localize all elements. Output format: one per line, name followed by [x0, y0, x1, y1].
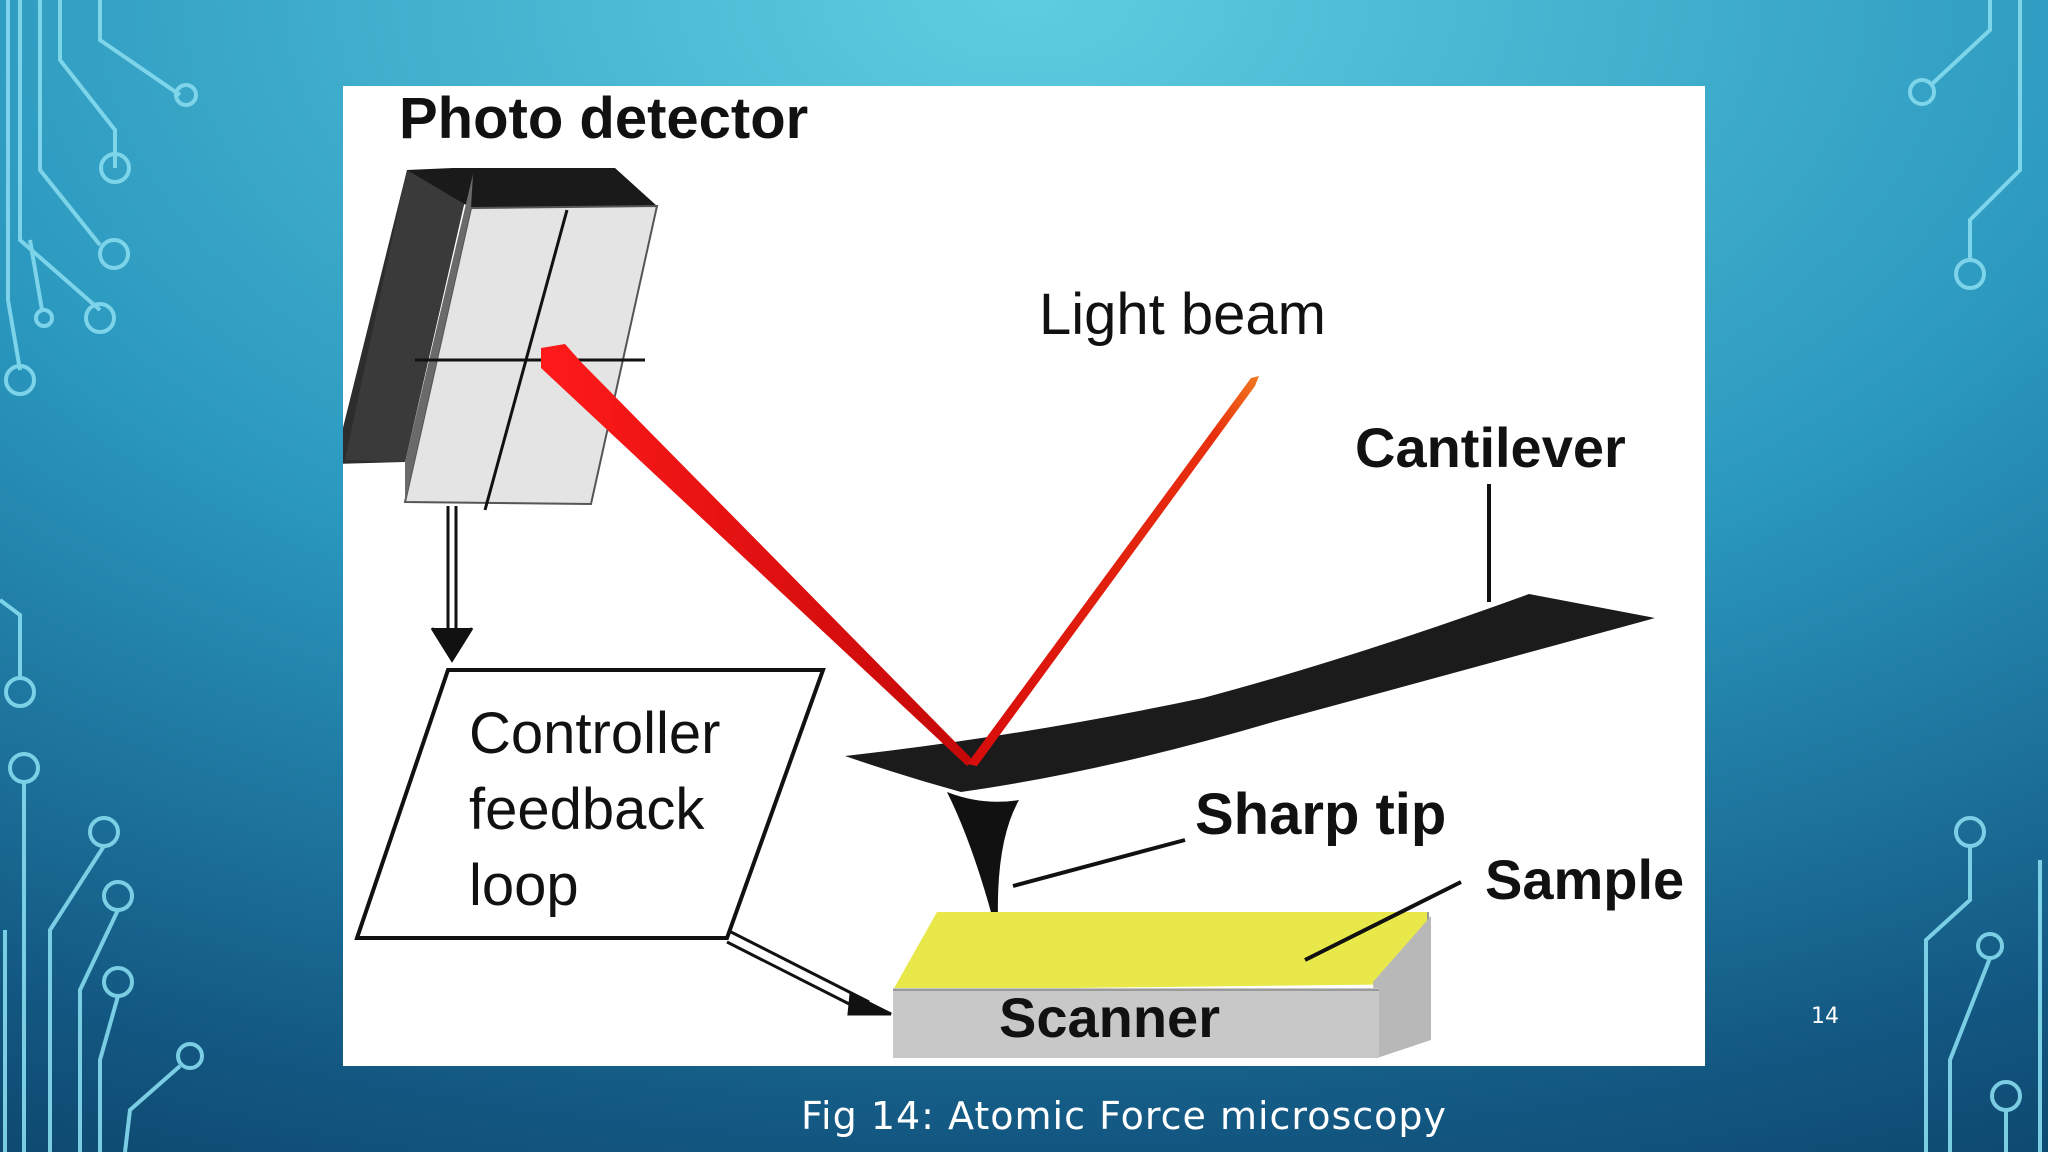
afm-diagram-figure: Photo detector Light beam Cantilever Sha…	[343, 86, 1705, 1066]
circuit-trace-decoration-left	[0, 0, 204, 1152]
controller-to-scanner-arrow	[726, 930, 892, 1016]
scanner-front-face	[893, 988, 1379, 1058]
light-beam-incident	[541, 344, 973, 766]
light-beam-reflected	[967, 376, 1259, 766]
circuit-trace-decoration-right	[1908, 0, 2042, 1152]
photo-detector-left-face	[345, 170, 471, 462]
controller-label-line: loop	[469, 853, 579, 918]
figure-caption: Fig 14: Atomic Force microscopy	[800, 1094, 1448, 1138]
sample-label: Sample	[1485, 848, 1685, 911]
photo-detector-label: Photo detector	[399, 86, 809, 151]
sharp-tip-leader-line	[1012, 838, 1186, 888]
controller-label-line: Controller	[469, 701, 721, 766]
sample-leader-line	[1304, 880, 1462, 962]
afm-diagram-graphic	[343, 168, 1655, 1058]
controller-label: Controller feedback loop	[469, 696, 720, 924]
sharp-tip	[947, 792, 1019, 942]
cantilever-label: Cantilever	[1355, 416, 1626, 479]
sharp-tip-label: Sharp tip	[1195, 782, 1447, 847]
page-number: 14	[1811, 1004, 1839, 1029]
sample-top-face	[893, 912, 1429, 990]
controller-box	[354, 668, 826, 940]
sample-scanner-stage	[893, 880, 1462, 1058]
controller-label-line: feedback	[469, 777, 705, 842]
detector-to-controller-arrow	[430, 506, 474, 663]
scanner-side-face	[1373, 916, 1431, 1058]
photo-detector-divider-vertical	[483, 209, 569, 511]
scanner-label: Scanner	[999, 986, 1220, 1049]
photo-detector	[343, 168, 659, 511]
cantilever	[845, 484, 1655, 792]
light-beam-label: Light beam	[1039, 282, 1326, 347]
